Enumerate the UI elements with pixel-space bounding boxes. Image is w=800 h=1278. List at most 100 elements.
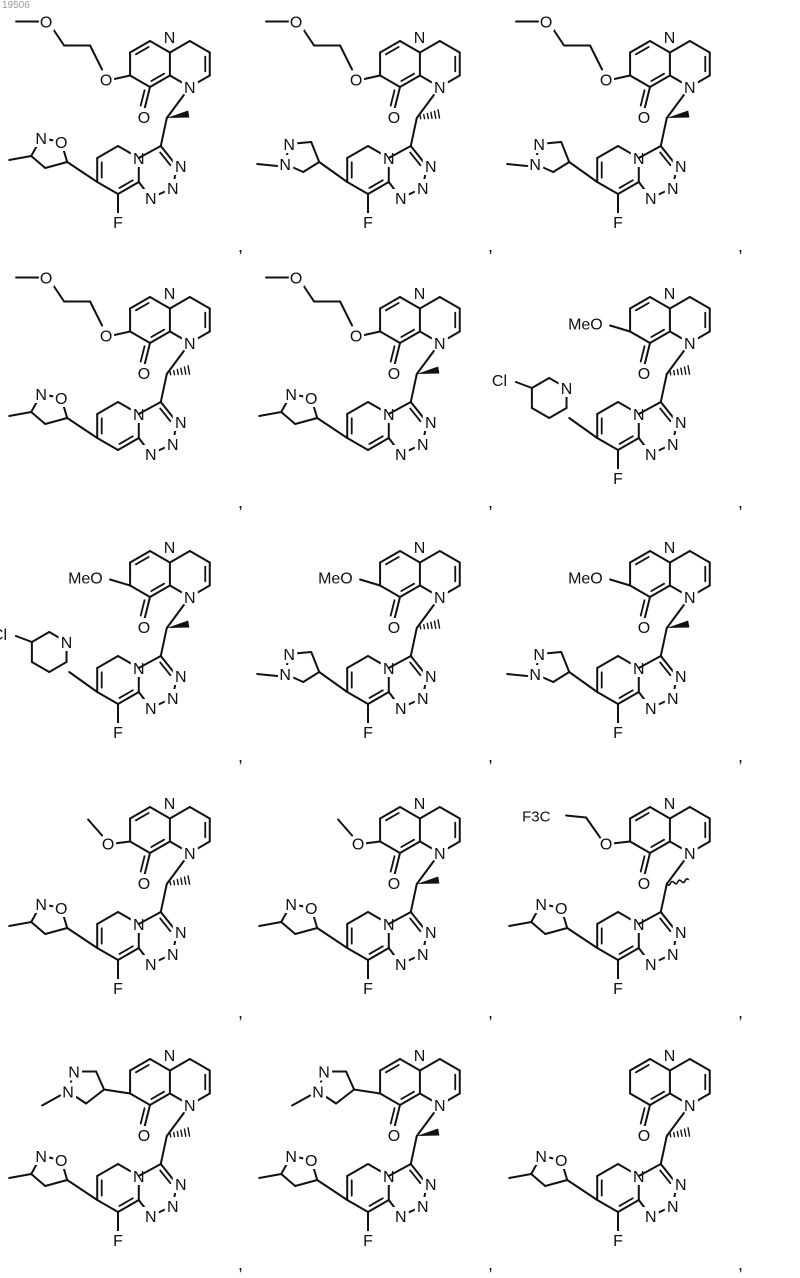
chemical-structure: NNONNNNNNFON,: [9, 1046, 243, 1274]
ring-nitrogen: N: [414, 286, 426, 303]
pyrazole-n: N: [279, 667, 291, 684]
triazole-n: N: [145, 447, 157, 464]
carbonyl-oxygen: O: [138, 1128, 150, 1145]
carbonyl-oxygen: O: [638, 1128, 650, 1145]
triazole-n: N: [675, 415, 687, 432]
bridgehead-nitrogen: N: [633, 917, 645, 934]
ring-nitrogen: N: [664, 286, 676, 303]
fluorine-label: F: [113, 1233, 123, 1250]
chemical-structure: NNOOONNNNFON,: [9, 13, 243, 257]
triazole-n: N: [145, 1209, 157, 1226]
ether-oxygen: O: [600, 73, 612, 90]
triazole-n: N: [417, 691, 429, 708]
chemical-structure: NNONNNNNNFON,: [259, 1046, 493, 1274]
carbonyl-oxygen: O: [388, 876, 400, 893]
ether-oxygen: O: [352, 837, 364, 854]
isoxazole-o: O: [55, 901, 67, 918]
ether-oxygen: O: [40, 15, 52, 32]
carbonyl-oxygen: O: [388, 366, 400, 383]
bridgehead-nitrogen: N: [133, 151, 145, 168]
isoxazole-o: O: [305, 391, 317, 408]
isoxazole-n: N: [285, 387, 297, 404]
pyrazole-n: N: [533, 137, 545, 154]
carbonyl-oxygen: O: [638, 366, 650, 383]
lactam-nitrogen: N: [184, 846, 196, 863]
carbonyl-oxygen: O: [138, 366, 150, 383]
chemical-structure: NNOONNNNFON,: [9, 794, 243, 1022]
triazole-n: N: [675, 669, 687, 686]
bridgehead-nitrogen: N: [633, 151, 645, 168]
triazole-n: N: [417, 181, 429, 198]
carbonyl-oxygen: O: [138, 110, 150, 127]
ring-nitrogen: N: [414, 540, 426, 557]
ether-oxygen: O: [100, 329, 112, 346]
carbonyl-oxygen: O: [638, 876, 650, 893]
pyrazole-n: N: [283, 137, 295, 154]
ring-nitrogen: N: [164, 30, 176, 47]
lactam-nitrogen: N: [184, 590, 196, 607]
separator-comma: ,: [238, 1002, 243, 1022]
fluorine-label: F: [613, 981, 623, 998]
chemical-structure: NNOMeONNNNFNCl,: [492, 284, 743, 512]
ring-nitrogen: N: [164, 796, 176, 813]
separator-comma: ,: [488, 236, 493, 256]
isoxazole-n: N: [35, 387, 47, 404]
bridgehead-nitrogen: N: [383, 151, 395, 168]
triazole-n: N: [667, 691, 679, 708]
chemical-structure: NNONNNNFON,: [509, 1046, 743, 1274]
ether-oxygen: O: [290, 271, 302, 288]
ring-nitrogen: N: [414, 1048, 426, 1065]
isoxazole-o: O: [55, 1153, 67, 1170]
triazole-n: N: [645, 191, 657, 208]
carbonyl-oxygen: O: [388, 1128, 400, 1145]
lactam-nitrogen: N: [684, 80, 696, 97]
separator-comma: ,: [238, 1254, 243, 1274]
triazole-n: N: [395, 957, 407, 974]
ring-nitrogen: N: [164, 540, 176, 557]
separator-comma: ,: [488, 1254, 493, 1274]
lactam-nitrogen: N: [434, 336, 446, 353]
bridgehead-nitrogen: N: [633, 407, 645, 424]
lactam-nitrogen: N: [434, 590, 446, 607]
pyrazole-n: N: [318, 1065, 330, 1082]
lactam-nitrogen: N: [184, 1098, 196, 1115]
chemical-structure: NNOONNNNFON,: [259, 794, 493, 1022]
isoxazole-n: N: [35, 131, 47, 148]
pyrazole-n: N: [62, 1085, 74, 1102]
lactam-nitrogen: N: [684, 336, 696, 353]
chlorine-label: Cl: [492, 373, 507, 390]
separator-comma: ,: [738, 236, 743, 256]
triazole-n: N: [145, 701, 157, 718]
triazole-n: N: [425, 925, 437, 942]
separator-comma: ,: [738, 1254, 743, 1274]
ring-nitrogen: N: [164, 1048, 176, 1065]
bridgehead-nitrogen: N: [133, 407, 145, 424]
isoxazole-o: O: [55, 391, 67, 408]
triazole-n: N: [417, 437, 429, 454]
chemical-structure: NNOMeONNNNFNN,: [257, 538, 493, 766]
fluorine-label: F: [113, 981, 123, 998]
triazole-n: N: [667, 947, 679, 964]
triazole-n: N: [175, 669, 187, 686]
lactam-nitrogen: N: [434, 1098, 446, 1115]
fluorine-label: F: [613, 215, 623, 232]
isoxazole-n: N: [35, 1149, 47, 1166]
bridgehead-nitrogen: N: [383, 1169, 395, 1186]
ether-oxygen: O: [40, 271, 52, 288]
chemical-structure: NNOMeONNNNFNN,: [507, 538, 743, 766]
separator-comma: ,: [738, 492, 743, 512]
carbonyl-oxygen: O: [138, 876, 150, 893]
triazole-n: N: [645, 1209, 657, 1226]
triazole-n: N: [395, 191, 407, 208]
separator-comma: ,: [238, 236, 243, 256]
chemical-structure: NNOOONNNNON,: [259, 269, 493, 513]
ring-nitrogen: N: [414, 30, 426, 47]
triazole-n: N: [675, 1177, 687, 1194]
triazole-n: N: [145, 957, 157, 974]
isoxazole-n: N: [35, 897, 47, 914]
ether-oxygen: O: [350, 73, 362, 90]
bridgehead-nitrogen: N: [383, 661, 395, 678]
ether-oxygen: O: [102, 837, 114, 854]
lactam-nitrogen: N: [684, 1098, 696, 1115]
